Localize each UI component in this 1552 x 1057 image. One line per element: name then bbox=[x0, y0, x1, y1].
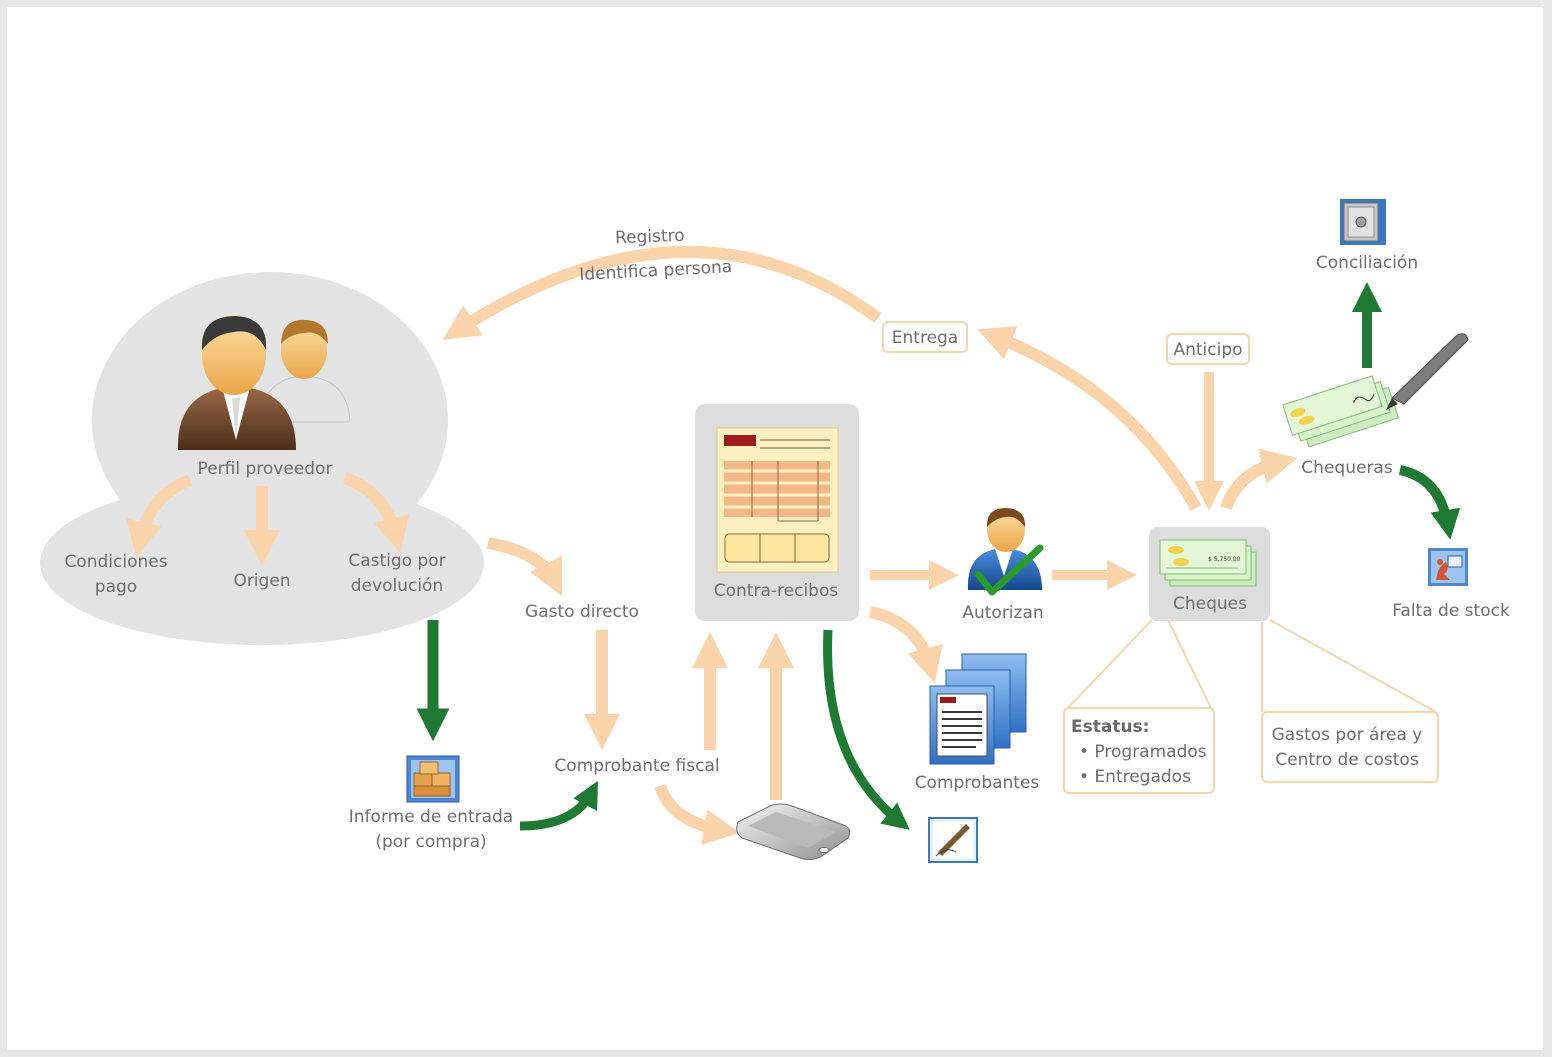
contra-to-signature-green-arrow bbox=[823, 629, 910, 830]
registro-arc-arrow bbox=[442, 246, 882, 340]
origen-label: Origen bbox=[233, 571, 290, 591]
condiciones-label: Condiciones bbox=[64, 552, 167, 572]
autorizan-label: Autorizan bbox=[962, 603, 1043, 623]
estatus-box bbox=[1063, 707, 1215, 794]
contra-recibos-label: Contra-recibos bbox=[714, 581, 839, 601]
users-icon bbox=[177, 315, 351, 450]
cheques-panel: $ 5,750.00 bbox=[1149, 527, 1270, 621]
gastos-label-line2: Centro de costos bbox=[1275, 750, 1419, 770]
comprobante-to-scanner-arrow bbox=[654, 783, 740, 845]
contra-recibos-panel bbox=[695, 404, 859, 621]
profile-to-gasto-arrow bbox=[486, 537, 563, 597]
stock-shortage-icon bbox=[1428, 548, 1468, 586]
cheques-to-entrega-arrow bbox=[977, 325, 1202, 511]
informe-label: Informe de entrada bbox=[349, 807, 513, 827]
check-amount: $ 5,750.00 bbox=[1208, 556, 1241, 563]
registro-label: Registro bbox=[615, 226, 685, 248]
contra-to-comprobantes-arrow bbox=[868, 606, 943, 684]
entrega-box bbox=[882, 321, 968, 353]
checks-icon: $ 5,750.00 bbox=[1159, 539, 1257, 587]
gastos-label: Gastos por área y bbox=[1272, 725, 1423, 745]
castigo-label-line2: devolución bbox=[351, 576, 443, 596]
documents-icon bbox=[929, 653, 1027, 765]
chequeras-to-falta-green-arrow bbox=[1398, 465, 1461, 540]
checkbook-pen-icon bbox=[1282, 333, 1469, 448]
gasto-directo-label: Gasto directo bbox=[525, 602, 639, 622]
estatus-item-programados: • Programados bbox=[1079, 742, 1207, 762]
entrega-label: Entrega bbox=[892, 328, 958, 348]
castigo-label: Castigo por bbox=[348, 551, 445, 571]
scanner-icon bbox=[736, 803, 851, 861]
informe-to-comprobante-green-arrow bbox=[519, 780, 598, 831]
conciliacion-label: Conciliación bbox=[1316, 253, 1418, 273]
anticipo-label: Anticipo bbox=[1173, 340, 1242, 360]
estatus-title: Estatus: bbox=[1071, 717, 1149, 737]
profile-title: Perfil proveedor bbox=[198, 459, 333, 479]
comprobante-fiscal-label: Comprobante fiscal bbox=[554, 756, 719, 776]
gastos-box bbox=[1261, 711, 1439, 783]
cheques-label: Cheques bbox=[1173, 594, 1247, 614]
estatus-item-entregados: • Entregados bbox=[1079, 767, 1191, 787]
comprobantes-label: Comprobantes bbox=[915, 773, 1040, 793]
chequeras-label: Chequeras bbox=[1301, 458, 1393, 478]
safe-icon bbox=[1340, 199, 1386, 245]
cheques-to-chequeras-arrow bbox=[1220, 448, 1298, 511]
authorizer-icon bbox=[967, 508, 1044, 596]
condiciones-label-line2: pago bbox=[95, 577, 137, 597]
falta-stock-label: Falta de stock bbox=[1392, 601, 1510, 621]
anticipo-box bbox=[1166, 333, 1250, 365]
informe-label-line2: (por compra) bbox=[375, 832, 486, 852]
signature-icon bbox=[928, 817, 978, 863]
warehouse-boxes-icon bbox=[406, 755, 460, 803]
cheques-connector-lines bbox=[1065, 619, 1437, 713]
profile-attribute-arrows bbox=[126, 472, 410, 566]
